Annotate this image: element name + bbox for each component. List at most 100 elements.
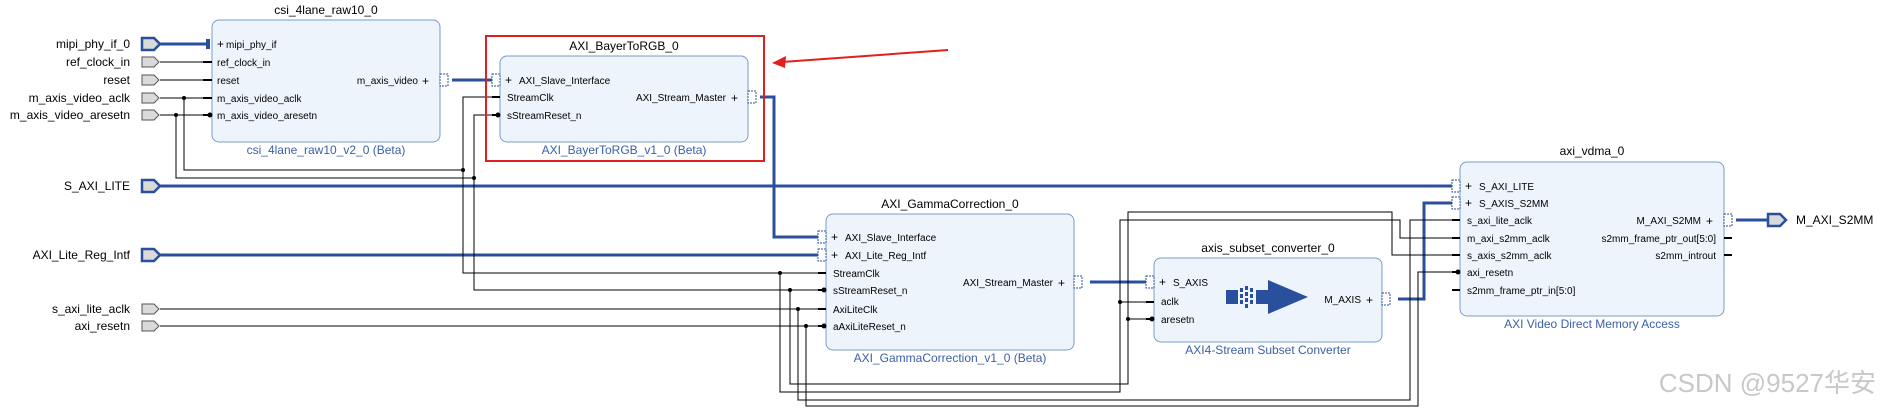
bus-pin-icon [491, 73, 501, 87]
pin-stubs [818, 272, 826, 327]
pin-label: axi_resetn [1467, 268, 1513, 279]
port-mipi-phy-if-0[interactable]: mipi_phy_if_0 [56, 36, 162, 52]
expand-plus-icon[interactable]: + [1706, 214, 1713, 228]
block-axi-gammacorrection[interactable]: AXI_GammaCorrection_0 + AXI_Slave_Interf… [817, 197, 1083, 365]
port-arrow-icon [141, 320, 160, 332]
active-low-pin-icon [495, 112, 501, 118]
block-axis-subset-converter[interactable]: axis_subset_converter_0 + S_AXIS aclk ar… [1145, 241, 1391, 357]
block-ip-name: csi_4lane_raw10_v2_0 (Beta) [247, 143, 406, 157]
expand-plus-icon[interactable]: + [1465, 179, 1472, 193]
port-arrow-icon [140, 36, 162, 52]
port-label: ref_clock_in [66, 55, 130, 69]
port-ref-clock-in[interactable]: ref_clock_in [66, 55, 160, 69]
block-axi-bayertorgb[interactable]: AXI_BayerToRGB_0 + AXI_Slave_Interface S… [485, 35, 765, 162]
pin-label: reset [217, 76, 239, 87]
bus-pin-icon [1451, 179, 1461, 193]
net-aresetn-to-gamma[interactable] [473, 178, 818, 291]
expand-plus-icon[interactable]: + [831, 230, 838, 244]
pin-label: AXI_Lite_Reg_Intf [845, 251, 926, 262]
port-s-axi-lite[interactable]: S_AXI_LITE [64, 178, 162, 194]
pin-label: aresetn [1161, 315, 1194, 326]
expand-plus-icon[interactable]: + [1465, 196, 1472, 210]
port-label: axi_resetn [75, 319, 130, 333]
port-arrow-icon [141, 303, 160, 315]
net-subset-to-vdma[interactable] [1398, 201, 1452, 301]
arrow-head-icon [772, 56, 786, 68]
block-instance-name: axis_subset_converter_0 [1201, 241, 1335, 255]
port-arrow-icon [141, 74, 160, 86]
net-vdma-clk-a[interactable] [1119, 219, 1452, 302]
port-label: s_axi_lite_aclk [52, 302, 131, 316]
port-label: M_AXI_S2MM [1796, 213, 1873, 227]
port-arrow-icon [141, 92, 160, 104]
pin-label: AxiLiteClk [833, 305, 878, 316]
pin-label: s2mm_introut [1655, 251, 1716, 262]
pin-label: M_AXIS [1324, 295, 1361, 306]
net-bayer-to-gamma[interactable] [760, 95, 818, 239]
net-lite-clk-loop[interactable] [797, 219, 1452, 401]
port-reset[interactable]: reset [103, 73, 160, 87]
bus-pin-icon [1381, 292, 1391, 306]
pin-stubs [492, 96, 500, 116]
port-m-axis-video-aresetn[interactable]: m_axis_video_aresetn [10, 108, 160, 122]
bus-pin-icon [1451, 196, 1461, 210]
port-arrow-icon [141, 56, 160, 68]
port-axi-resetn[interactable]: axi_resetn [75, 319, 160, 333]
pin-label: AXI_Stream_Master [636, 93, 727, 104]
port-arrow-icon [140, 178, 162, 194]
port-label: m_axis_video_aresetn [10, 108, 130, 122]
expand-plus-icon[interactable]: + [217, 37, 224, 51]
pin-label: StreamClk [833, 269, 881, 280]
annotation-arrow [772, 49, 949, 68]
stream-converter-arrow-icon [1226, 280, 1308, 314]
block-ip-name: AXI_BayerToRGB_v1_0 (Beta) [542, 143, 707, 157]
net-stream-clk-loop[interactable] [779, 273, 1146, 393]
net-stream-rst-loop[interactable] [789, 290, 1146, 385]
highlight-box [485, 35, 765, 162]
watermark: CSDN @9527华安 [1659, 368, 1876, 398]
expand-plus-icon[interactable]: + [1159, 275, 1166, 289]
expand-plus-icon[interactable]: + [505, 73, 512, 87]
expand-plus-icon[interactable]: + [1366, 293, 1373, 307]
pin-label: m_axi_s2mm_aclk [1467, 234, 1551, 245]
expand-plus-icon[interactable]: + [422, 74, 429, 88]
net-aclk-to-gamma[interactable] [462, 170, 818, 274]
pin-label: s_axi_lite_aclk [1467, 216, 1533, 227]
bus-pin-icon [439, 73, 449, 87]
port-label: m_axis_video_aclk [29, 91, 131, 105]
pin-label: s2mm_frame_ptr_in[5:0] [1467, 286, 1576, 297]
pin-stubs [1146, 301, 1154, 320]
port-m-axi-s2mm[interactable]: M_AXI_S2MM [1766, 212, 1873, 228]
pin-label: aclk [1161, 297, 1180, 308]
bus-pin-icon [817, 248, 827, 262]
net-vdma-clk-b[interactable] [1127, 211, 1452, 319]
block-axi-vdma[interactable]: axi_vdma_0 + S_AXI_LITE + S_AXIS_S2MM s_… [1451, 144, 1733, 331]
expand-plus-icon[interactable]: + [1058, 276, 1065, 290]
port-arrow-icon [141, 109, 160, 121]
pin-label: mipi_phy_if [226, 40, 277, 51]
pin-label: AXI_Slave_Interface [845, 233, 937, 244]
bus-pin-icon [1145, 275, 1155, 289]
block-ip-name: AXI Video Direct Memory Access [1504, 317, 1680, 331]
block-ip-name: AXI_GammaCorrection_v1_0 (Beta) [854, 351, 1047, 365]
net-lite-rst-loop[interactable] [805, 271, 1452, 407]
pin-label: ref_clock_in [217, 58, 270, 69]
pin-label: aAxiLiteReset_n [833, 322, 906, 333]
expand-plus-icon[interactable]: + [831, 248, 838, 262]
pin-label: AXI_Stream_Master [963, 278, 1054, 289]
port-arrow-icon [1766, 212, 1788, 228]
pin-label: m_axis_video_aclk [217, 94, 302, 105]
port-axi-lite-reg-intf[interactable]: AXI_Lite_Reg_Intf [33, 247, 162, 263]
pin-label: S_AXI_LITE [1479, 182, 1534, 193]
expand-plus-icon[interactable]: + [731, 91, 738, 105]
port-m-axis-video-aclk[interactable]: m_axis_video_aclk [29, 91, 160, 105]
block-ip-name: AXI4-Stream Subset Converter [1185, 343, 1350, 357]
active-low-pin-icon [1455, 269, 1461, 275]
port-s-axi-lite-aclk[interactable]: s_axi_lite_aclk [52, 302, 160, 316]
block-csi-4lane-raw10[interactable]: csi_4lane_raw10_0 mipi_phy_if + ref_cloc… [203, 3, 449, 157]
bus-pin-icon [747, 90, 757, 104]
port-label: mipi_phy_if_0 [56, 37, 130, 51]
left-ports: mipi_phy_if_0 ref_clock_in reset m_axis_… [10, 36, 162, 333]
active-low-pin-icon [821, 287, 827, 293]
